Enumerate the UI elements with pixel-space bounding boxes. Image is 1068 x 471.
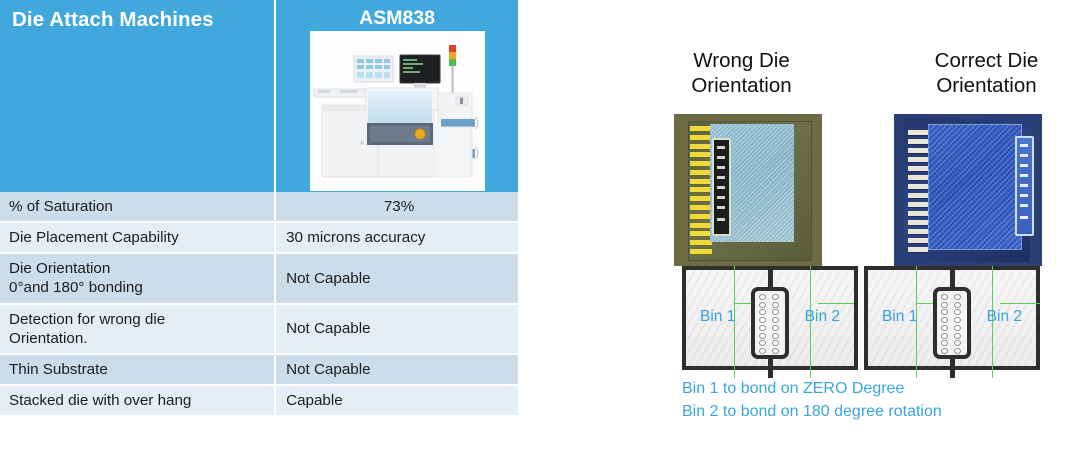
die-surface (928, 124, 1022, 250)
correct-die-photo (894, 114, 1042, 266)
table-row: Die Orientation 0°and 180° bonding Not C… (0, 254, 518, 305)
row-value: Capable (276, 385, 518, 418)
row-label: Die Orientation 0°and 180° bonding (0, 254, 277, 305)
wrong-caption-line1: Wrong Die (693, 49, 790, 72)
row-label-line1: Detection for wrong die (9, 310, 166, 328)
correct-caption-line2: Orientation (936, 74, 1037, 97)
gold-lead-fingers (690, 126, 712, 254)
header-model-cell: ASM838 (276, 0, 518, 192)
bin-note-line2: Bin 2 to bond on 180 degree rotation (682, 402, 942, 420)
table-header-row: Die Attach Machines ASM838 (0, 0, 518, 192)
bond-pad-right (1015, 136, 1034, 236)
row-label: Detection for wrong die Orientation. (0, 304, 277, 355)
row-value: Not Capable (276, 304, 518, 355)
pad-dots-left (760, 295, 767, 353)
bond-pad-left (712, 138, 731, 236)
die-orientation-panel: Wrong Die Orientation Correct Die Orient… (660, 0, 1068, 471)
pad-dots-right (955, 295, 962, 353)
row-value: Not Capable (276, 354, 518, 386)
alignment-guide-vertical (992, 266, 993, 378)
alignment-guide-horizontal (1000, 303, 1040, 304)
die-pad (933, 287, 971, 359)
alignment-guide-vertical (734, 266, 735, 378)
pad-dots-left (942, 295, 949, 353)
table-row: % of Saturation 73% (0, 192, 518, 224)
row-label: Die Placement Capability (0, 223, 277, 255)
page-title: Die Attach Machines (12, 8, 214, 31)
correct-die-orientation-caption: Correct Die Orientation (875, 48, 1068, 98)
bin-1-label: Bin 1 (882, 308, 918, 325)
bin-2-label: Bin 2 (986, 308, 1022, 325)
orientation-captions: Wrong Die Orientation Correct Die Orient… (660, 48, 1068, 98)
wrong-die-photo (674, 114, 822, 266)
table-row: Die Placement Capability 30 microns accu… (0, 223, 518, 255)
pad-dots-right (773, 295, 780, 353)
header-title-cell: Die Attach Machines (0, 0, 277, 192)
row-label-line1: Die Orientation (9, 260, 111, 278)
row-label-line2: Orientation. (9, 329, 88, 347)
machine-model-label: ASM838 (359, 7, 435, 29)
wrong-caption-line2: Orientation (691, 74, 792, 97)
alignment-guide-horizontal (818, 303, 854, 304)
table-row: Thin Substrate Not Capable (0, 354, 518, 386)
row-value: Not Capable (276, 254, 518, 305)
row-label-line2: 0°and 180° bonding (9, 279, 143, 297)
lead-frame-strip-2: Bin 1 Bin 2 (864, 266, 1040, 378)
die-pad (751, 287, 789, 359)
lead-frame-strip-1: Bin 1 Bin 2 (682, 266, 858, 378)
correct-caption-line1: Correct Die (934, 49, 1039, 72)
row-value: 30 microns accuracy (276, 223, 518, 255)
bin-2-label: Bin 2 (804, 308, 840, 325)
table-row: Stacked die with over hang Capable (0, 385, 518, 418)
row-label: Stacked die with over hang (0, 385, 277, 418)
row-label: Thin Substrate (0, 354, 277, 386)
row-label: % of Saturation (0, 192, 277, 224)
die-attach-machine-photo (309, 31, 485, 192)
die-attach-comparison-table: Die Attach Machines ASM838 (0, 0, 518, 418)
alignment-guide-vertical (916, 266, 917, 378)
alignment-guide-vertical (810, 266, 811, 378)
lead-frame-bin-diagram: Bin 1 Bin 2 Bin 1 Bin 2 (682, 266, 1042, 378)
wrong-die-orientation-caption: Wrong Die Orientation (660, 48, 875, 98)
bin-bonding-notes: Bin 1 to bond on ZERO Degree Bin 2 to bo… (682, 378, 1068, 423)
bin-1-label: Bin 1 (700, 308, 736, 325)
die-photographs (666, 114, 1068, 266)
table-row: Detection for wrong die Orientation. Not… (0, 304, 518, 355)
bin-note-line1: Bin 1 to bond on ZERO Degree (682, 380, 905, 397)
row-value: 73% (276, 192, 518, 224)
silver-lead-fingers (908, 130, 928, 252)
